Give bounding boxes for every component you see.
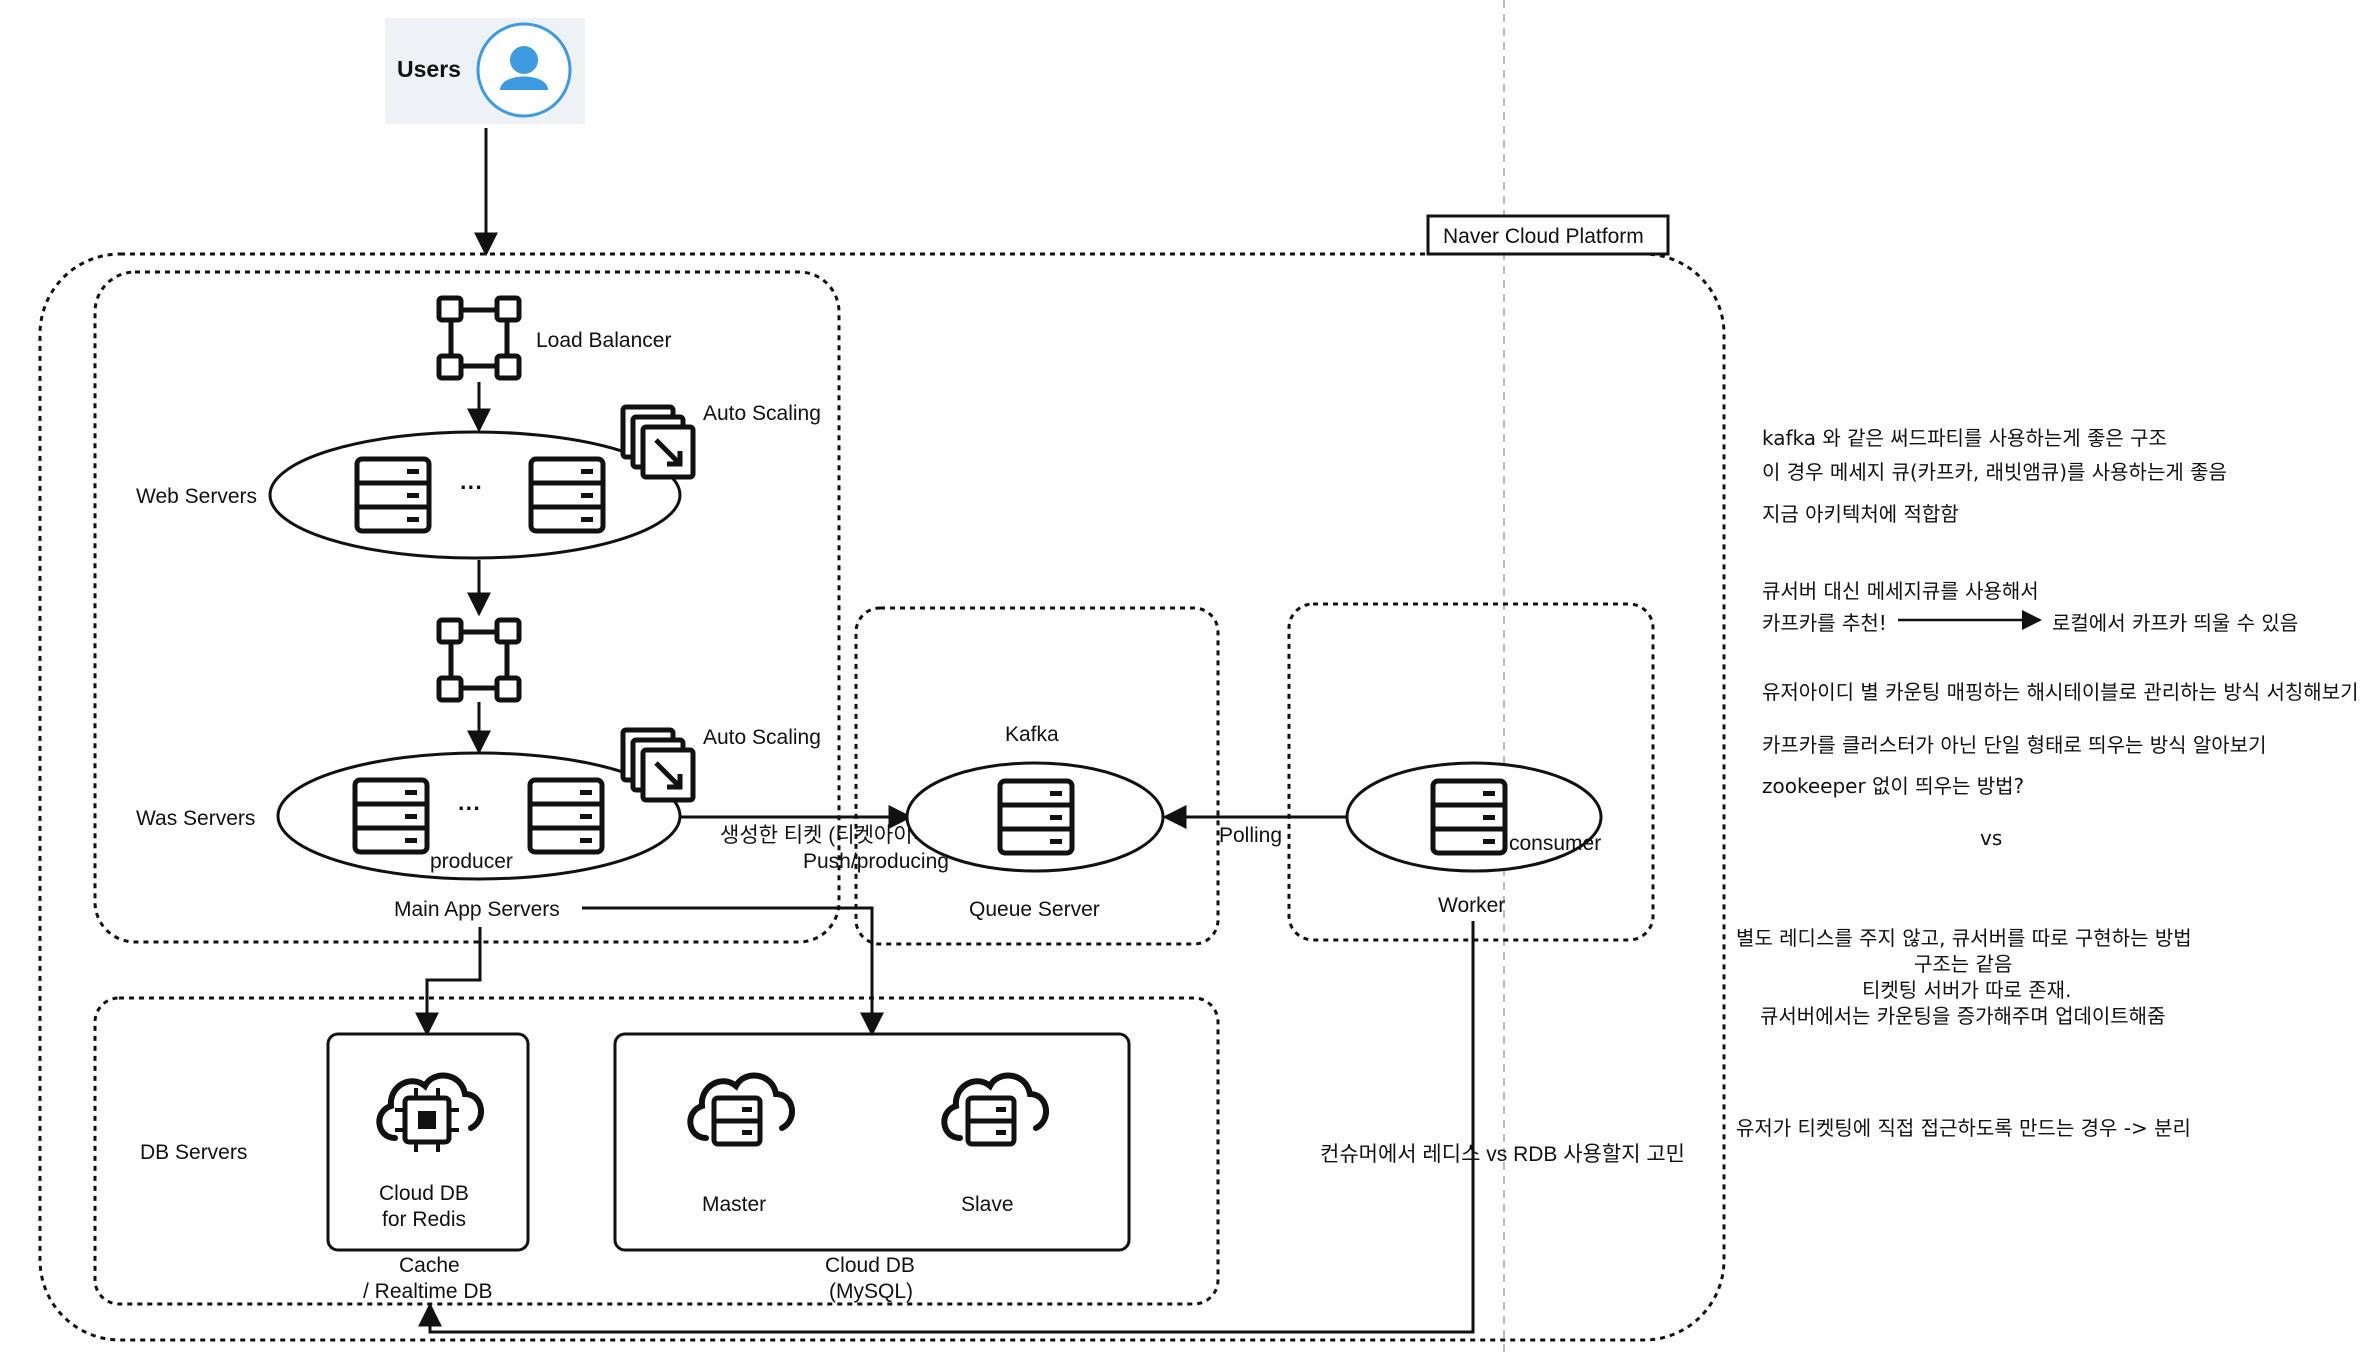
auto-scaling-web-label: Auto Scaling — [703, 402, 821, 425]
web-ellipsis: ··· — [460, 474, 483, 500]
note-8: 카프카를 클러스터가 아닌 단일 형태로 띄우는 방식 알아보기 — [1762, 733, 2267, 757]
load-balancer-label: Load Balancer — [536, 329, 671, 352]
db-group — [93, 996, 1220, 1306]
polling-label: Polling — [1219, 824, 1282, 847]
consumer-note: 컨슈머에서 레디스 vs RDB 사용할지 고민 — [1320, 1143, 1685, 1166]
was-ellipsis: ··· — [458, 795, 481, 821]
queue-server-label: Queue Server — [969, 898, 1100, 921]
consumer-label: consumer — [1509, 832, 1601, 855]
cache-label-line2: / Realtime DB — [363, 1280, 493, 1303]
app-to-mysql-arrow — [582, 906, 884, 1037]
platform-label-box — [1426, 214, 1670, 256]
cloud-chip-icon — [379, 1076, 481, 1152]
mysql-label-line2: (MySQL) — [829, 1280, 913, 1303]
user-icon — [476, 22, 572, 118]
app-to-redis-arrow — [415, 927, 482, 1037]
was-server-icon — [355, 780, 427, 852]
note-7: 유저아이디 별 카운팅 매핑하는 해시테이블로 관리하는 방식 서칭해보기 — [1762, 680, 2359, 704]
producer-label: producer — [430, 850, 513, 873]
web-server-icon — [531, 459, 603, 531]
web-server-icon — [357, 459, 429, 531]
note-10: vs — [1980, 826, 2003, 850]
cache-label-line1: Cache — [399, 1254, 460, 1277]
main-app-group-label: Main App Servers — [394, 898, 560, 921]
note-1: kafka 와 같은 써드파티를 사용하는게 좋은 구조 — [1762, 426, 2167, 450]
note-6: 로컬에서 카프카 띄울 수 있음 — [2052, 611, 2299, 635]
push-label-line2: Push/producing — [803, 850, 949, 873]
load-balancer-icon-2 — [439, 620, 519, 700]
users-label: Users — [397, 56, 461, 82]
worker-server-icon — [1433, 781, 1505, 853]
platform-label: Naver Cloud Platform — [1443, 225, 1644, 248]
was-servers-label: Was Servers — [136, 807, 255, 830]
note-11: 별도 레디스를 주지 않고, 큐서버를 따로 구현하는 방법 — [1736, 926, 2192, 950]
redis-label-line2: for Redis — [382, 1208, 466, 1231]
mysql-box — [613, 1032, 1131, 1252]
cloud-db-master-icon — [690, 1076, 792, 1147]
worker-label: Worker — [1438, 894, 1505, 917]
auto-scaling-was-label: Auto Scaling — [703, 726, 821, 749]
note-12: 구조는 같음 — [1914, 952, 2013, 976]
note-3: 지금 아키텍처에 적합함 — [1762, 502, 1959, 526]
kafka-server-icon — [1000, 781, 1072, 853]
auto-scaling-icon — [623, 407, 693, 477]
note-9: zookeeper 없이 띄우는 방법? — [1762, 774, 2025, 798]
slave-label: Slave — [961, 1193, 1014, 1216]
mysql-label-line1: Cloud DB — [825, 1254, 915, 1277]
main-app-group — [93, 270, 841, 944]
users-node: Users — [385, 18, 585, 124]
kafka-label: Kafka — [1005, 723, 1059, 746]
was-server-icon — [530, 780, 602, 852]
platform-container — [38, 252, 1726, 1342]
cloud-db-slave-icon — [944, 1076, 1046, 1147]
auto-scaling-icon — [623, 730, 693, 800]
master-label: Master — [702, 1193, 766, 1216]
note-5: 카프카를 추천! — [1762, 611, 1887, 635]
redis-label-line1: Cloud DB — [379, 1182, 469, 1205]
note-15: 유저가 티켓팅에 직접 접근하도록 만드는 경우 -> 분리 — [1736, 1116, 2191, 1140]
db-servers-label: DB Servers — [140, 1141, 247, 1164]
note-14: 큐서버에서는 카운팅을 증가해주며 업데이트해줌 — [1760, 1004, 2166, 1028]
note-4: 큐서버 대신 메세지큐를 사용해서 — [1762, 579, 2039, 603]
worker-to-cache-arrow — [418, 921, 1475, 1334]
load-balancer-icon — [439, 298, 519, 378]
web-servers-label: Web Servers — [136, 485, 257, 508]
note-2: 이 경우 메세지 큐(카프카, 래빗앰큐)를 사용하는게 좋음 — [1762, 460, 2227, 484]
queue-group — [854, 606, 1220, 946]
note-13: 티켓팅 서버가 따로 존재. — [1862, 978, 2072, 1002]
